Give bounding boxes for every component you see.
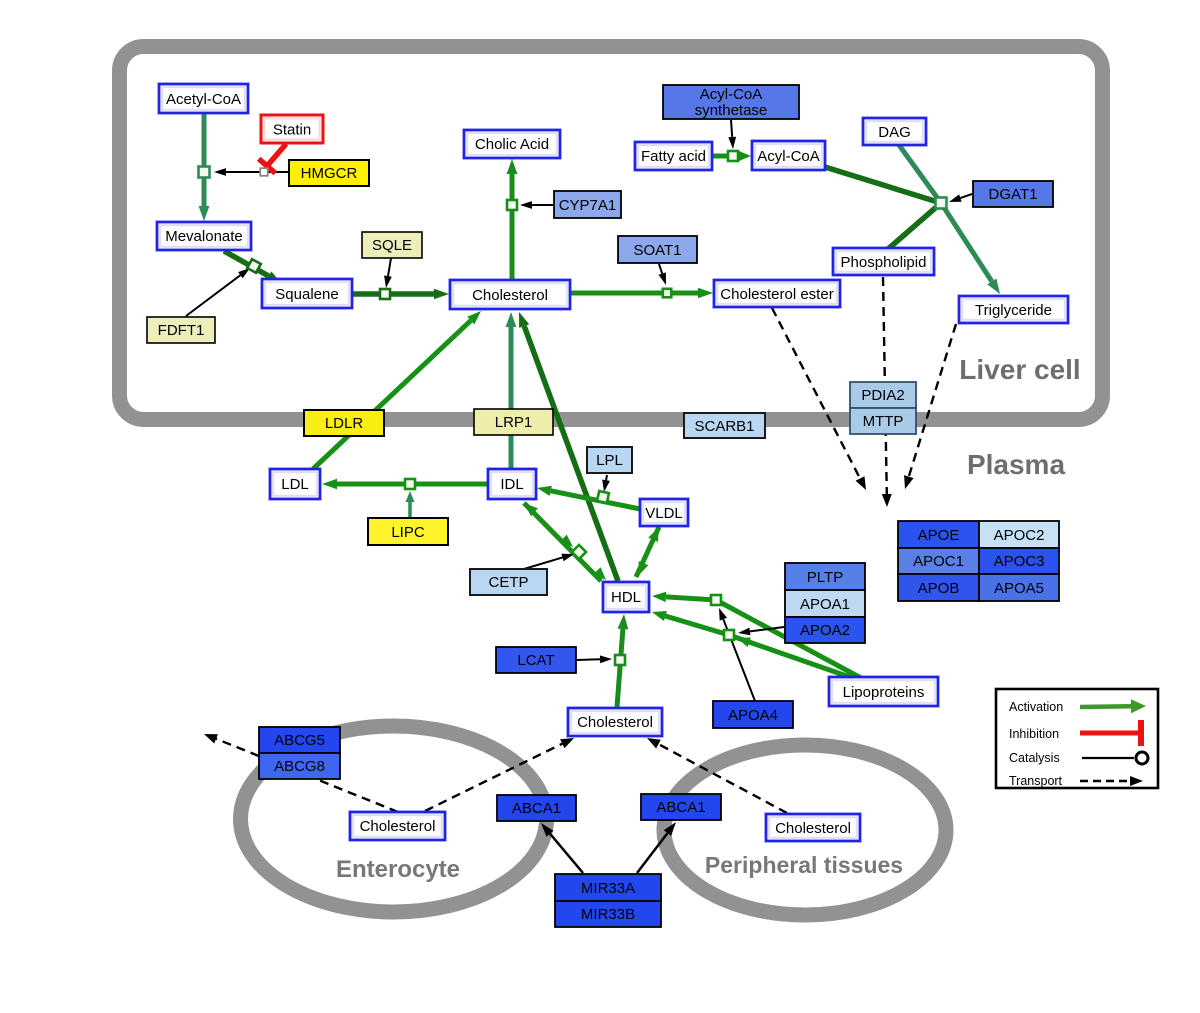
svg-text:Fatty acid: Fatty acid [641,148,706,165]
svg-text:APOA1: APOA1 [800,596,850,613]
svg-text:APOA5: APOA5 [994,580,1044,597]
svg-text:Acyl-CoA: Acyl-CoA [757,148,820,165]
svg-text:HDL: HDL [611,589,641,606]
svg-text:APOB: APOB [918,580,960,597]
svg-text:Cholesterol ester: Cholesterol ester [720,286,833,303]
svg-text:Peripheral tissues: Peripheral tissues [705,852,903,878]
svg-text:Phospholipid: Phospholipid [841,254,927,271]
svg-text:Cholesterol: Cholesterol [360,818,436,835]
svg-text:APOC1: APOC1 [913,553,964,570]
svg-text:Enterocyte: Enterocyte [336,856,460,883]
svg-text:Plasma: Plasma [967,449,1065,480]
svg-text:synthetase: synthetase [695,102,768,119]
svg-text:Cholesterol: Cholesterol [775,820,851,837]
svg-text:SQLE: SQLE [372,237,412,254]
svg-text:ABCG5: ABCG5 [274,732,325,749]
svg-text:FDFT1: FDFT1 [158,322,205,339]
svg-text:PDIA2: PDIA2 [861,387,904,404]
svg-text:LCAT: LCAT [517,652,554,669]
svg-text:CYP7A1: CYP7A1 [559,197,617,214]
svg-text:LRP1: LRP1 [495,414,533,431]
svg-text:SOAT1: SOAT1 [633,242,681,259]
svg-text:Squalene: Squalene [275,286,338,303]
svg-text:ABCA1: ABCA1 [656,799,705,816]
svg-text:MTTP: MTTP [863,413,904,430]
svg-text:IDL: IDL [500,476,523,493]
svg-text:LDLR: LDLR [325,415,364,432]
svg-text:ABCG8: ABCG8 [274,758,325,775]
svg-text:Cholesterol: Cholesterol [472,287,548,304]
svg-text:Transport: Transport [1009,774,1063,788]
svg-text:Liver cell: Liver cell [959,354,1080,385]
svg-text:Lipoproteins: Lipoproteins [843,684,925,701]
svg-text:CETP: CETP [488,574,528,591]
svg-text:VLDL: VLDL [645,505,683,522]
svg-text:APOE: APOE [918,527,960,544]
svg-text:MIR33A: MIR33A [581,880,635,897]
svg-text:Mevalonate: Mevalonate [165,228,243,245]
svg-text:SCARB1: SCARB1 [694,418,754,435]
svg-text:Cholic Acid: Cholic Acid [475,136,549,153]
svg-text:LPL: LPL [596,452,623,469]
svg-text:Catalysis: Catalysis [1009,751,1060,765]
svg-text:PLTP: PLTP [807,569,843,586]
svg-text:APOC2: APOC2 [994,527,1045,544]
svg-text:Inhibition: Inhibition [1009,727,1059,741]
svg-text:LIPC: LIPC [391,524,425,541]
svg-text:Acyl-CoA: Acyl-CoA [700,86,763,103]
svg-text:ABCA1: ABCA1 [512,800,561,817]
svg-text:Acetyl-CoA: Acetyl-CoA [166,91,241,108]
svg-text:APOA2: APOA2 [800,622,850,639]
svg-text:APOA4: APOA4 [728,707,778,724]
svg-text:LDL: LDL [281,476,309,493]
svg-text:HMGCR: HMGCR [301,165,358,182]
svg-text:Triglyceride: Triglyceride [975,302,1052,319]
svg-text:Statin: Statin [273,121,311,138]
svg-text:Cholesterol: Cholesterol [577,714,653,731]
svg-text:DGAT1: DGAT1 [989,186,1038,203]
svg-text:Activation: Activation [1009,700,1063,714]
svg-text:DAG: DAG [878,124,911,141]
svg-text:APOC3: APOC3 [994,553,1045,570]
svg-text:MIR33B: MIR33B [581,906,635,923]
